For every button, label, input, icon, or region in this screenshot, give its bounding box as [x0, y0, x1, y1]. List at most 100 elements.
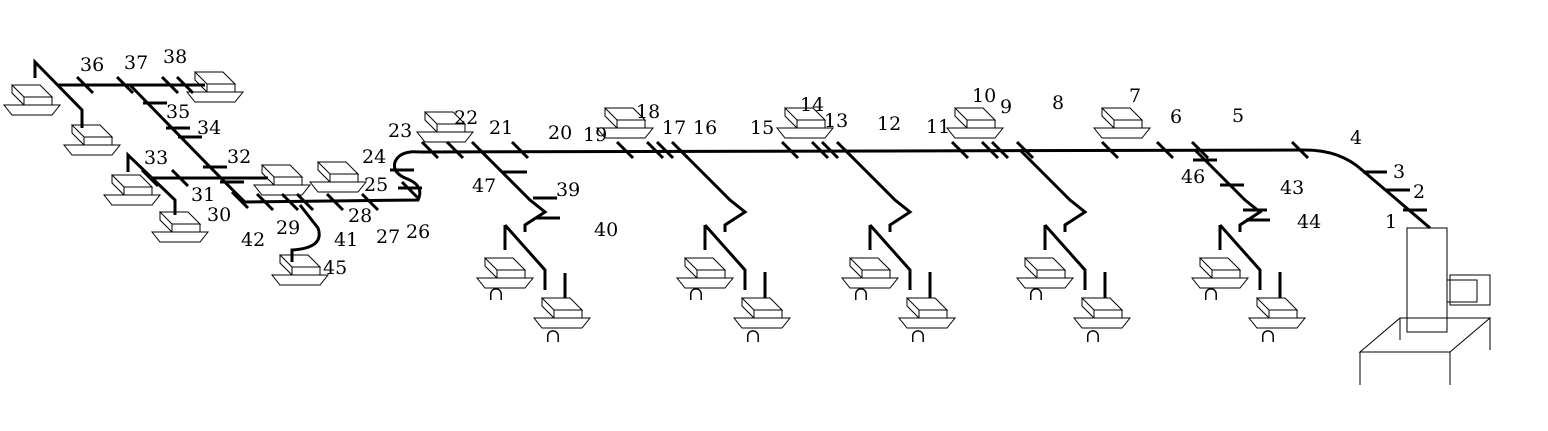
- part-label-38: 38: [163, 46, 187, 68]
- part-label-26: 26: [406, 221, 430, 243]
- dispenser-box: [270, 254, 330, 286]
- part-label-4: 4: [1350, 127, 1362, 149]
- flange-mark: [655, 140, 675, 160]
- s-bend-pipe: [244, 150, 422, 204]
- dispenser-box: [1072, 297, 1132, 329]
- part-label-47: 47: [472, 175, 496, 197]
- dispenser-box: [775, 107, 835, 139]
- part-label-31: 31: [191, 184, 215, 206]
- part-label-1: 1: [1385, 211, 1397, 233]
- dispenser-box: [62, 124, 122, 156]
- drain-symbol-icon: ∩: [1203, 283, 1219, 305]
- box-outline: [840, 257, 900, 289]
- part-number-labels: 1234567891011121314151617181920212223242…: [80, 46, 1425, 279]
- part-label-28: 28: [348, 205, 372, 227]
- drain-symbol-icon: ∩: [910, 325, 926, 347]
- dispenser-box: [1247, 297, 1307, 329]
- part-label-46: 46: [1181, 166, 1205, 188]
- box-outline: [475, 257, 535, 289]
- flange-mark: [780, 140, 800, 160]
- flange-mark: [140, 168, 160, 188]
- machine-housing: [1406, 227, 1448, 333]
- part-label-45: 45: [323, 257, 347, 279]
- part-label-10: 10: [972, 85, 996, 107]
- drain-symbol-icon: ∩: [688, 283, 704, 305]
- part-label-32: 32: [227, 146, 251, 168]
- branch-drop-pipe: [1018, 148, 1107, 298]
- flange-mark: [280, 192, 300, 212]
- part-label-29: 29: [276, 217, 300, 239]
- part-label-40: 40: [594, 219, 618, 241]
- flange-mark: [255, 192, 275, 212]
- part-label-43: 43: [1280, 177, 1304, 199]
- part-label-30: 30: [207, 204, 231, 226]
- flange-mark: [670, 140, 690, 160]
- part-label-27: 27: [376, 226, 400, 248]
- top-left-drop: [33, 58, 84, 128]
- dispenser-box: [532, 297, 592, 329]
- box-outline: [532, 297, 592, 329]
- flange-mark: [175, 75, 195, 95]
- part-label-17: 17: [662, 117, 686, 139]
- box-outline: [732, 297, 792, 329]
- part-label-5: 5: [1232, 105, 1244, 127]
- part-label-12: 12: [877, 113, 901, 135]
- box-outline: [62, 124, 122, 156]
- box-outline: [185, 71, 245, 103]
- dynamic-marks: ∩∩∩∩∩∩∩∩∩∩: [2, 71, 1427, 347]
- part-label-44: 44: [1297, 211, 1321, 233]
- flange-mark: [950, 140, 970, 160]
- flange-mark: [360, 192, 380, 212]
- dispenser-box: [308, 161, 368, 193]
- dispenser-box: [150, 211, 210, 243]
- box-outline: [1072, 297, 1132, 329]
- box-outline: [1190, 257, 1250, 289]
- part-label-9: 9: [1000, 96, 1012, 118]
- branch-drop-pipe: [1193, 148, 1282, 298]
- part-label-22: 22: [454, 107, 478, 129]
- box-outline: [897, 297, 957, 329]
- part-label-3: 3: [1393, 161, 1405, 183]
- dispenser-box: [595, 107, 655, 139]
- dispenser-box: [1015, 257, 1075, 289]
- part-label-18: 18: [636, 101, 660, 123]
- flange-mark: [990, 140, 1010, 160]
- fan-box: [1446, 279, 1478, 303]
- dispenser-box: [102, 174, 162, 206]
- part-label-15: 15: [750, 117, 774, 139]
- box-outline: [1015, 257, 1075, 289]
- part-label-13: 13: [824, 110, 848, 132]
- part-label-20: 20: [548, 122, 572, 144]
- flange-mark: [230, 190, 250, 210]
- drain-symbol-icon: ∩: [545, 325, 561, 347]
- part-label-36: 36: [80, 54, 104, 76]
- part-label-14: 14: [800, 94, 824, 116]
- drop-45: [290, 204, 321, 262]
- flange-mark: [445, 140, 465, 160]
- part-label-2: 2: [1413, 181, 1425, 203]
- part-label-24: 24: [362, 146, 386, 168]
- part-label-16: 16: [693, 117, 717, 139]
- part-label-34: 34: [197, 117, 221, 139]
- part-label-41: 41: [334, 229, 358, 251]
- branch-drop-pipe: [843, 148, 932, 298]
- dispenser-box: [252, 164, 312, 196]
- left-trunk-pipe: [128, 83, 246, 204]
- box-outline: [595, 107, 655, 139]
- box-outline: [945, 107, 1005, 139]
- flange-mark: [170, 168, 190, 188]
- flange-mark: [1190, 140, 1210, 160]
- flange-mark: [980, 140, 1000, 160]
- dispenser-box: [675, 257, 735, 289]
- flange-mark: [1100, 140, 1120, 160]
- box-outline: [308, 161, 368, 193]
- box-outline: [1092, 107, 1152, 139]
- dispenser-box: [1190, 257, 1250, 289]
- box-outline: [2, 84, 62, 116]
- dispenser-box: [1092, 107, 1152, 139]
- dispenser-box: [415, 111, 475, 143]
- part-label-33: 33: [144, 147, 168, 169]
- drain-symbol-icon: ∩: [1260, 325, 1276, 347]
- box-outline: [675, 257, 735, 289]
